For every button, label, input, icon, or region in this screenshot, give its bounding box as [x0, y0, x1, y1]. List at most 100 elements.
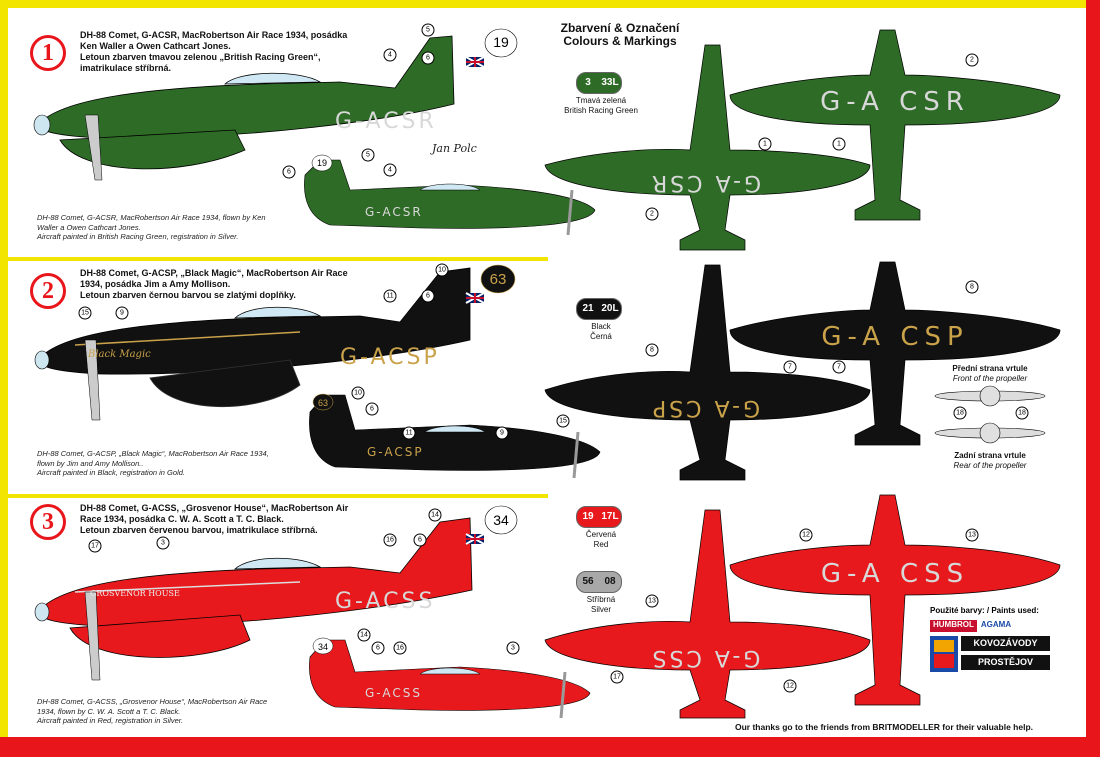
- svg-text:16: 16: [396, 645, 404, 652]
- agama-code: 17L: [601, 511, 619, 522]
- race-number-text: 34: [493, 512, 509, 528]
- underside-view-3: G-A CSS: [544, 509, 871, 719]
- registration-text: G-ACSR: [365, 205, 423, 219]
- colours-markings-title: Zbarvení & Označení Colours & Markings: [560, 22, 680, 48]
- svg-text:17: 17: [91, 543, 99, 550]
- side-view-large-1: G-ACSR Jan Polc 19: [33, 28, 518, 181]
- paints-used-label: Použité barvy: / Paints used:: [930, 606, 1039, 615]
- header-line: Letoun zbarven tmavou zelenou „British R…: [80, 52, 321, 62]
- paint-name-en: Red: [593, 539, 609, 549]
- humbrol-code: 19: [582, 511, 594, 522]
- svg-text:16: 16: [386, 537, 394, 544]
- humbrol-logo: HUMBROL: [930, 620, 977, 632]
- header-line: 1934, posádka Jim a Amy Mollison.: [80, 279, 231, 289]
- paints-used-block: Použité barvy: / Paints used: HUMBROL AG…: [930, 606, 1050, 672]
- header-line: Letoun zbarven červenou barvou, imatriku…: [80, 525, 318, 535]
- registration-text: G-ACSS: [335, 589, 435, 614]
- caption-line: flown by Jim and Amy Mollison..: [37, 458, 144, 468]
- humbrol-code: 21: [582, 303, 594, 314]
- svg-text:11: 11: [386, 293, 393, 300]
- svg-text:6: 6: [376, 645, 380, 652]
- aircraft-name-text: Black Magic: [87, 349, 151, 360]
- propeller-rear-en: Rear of the propeller: [953, 460, 1027, 470]
- paint-name-cz: Červená: [585, 530, 617, 539]
- svg-text:8: 8: [970, 284, 974, 291]
- caption-line: 1934, flown by C. W. A. Scott a T. C. Bl…: [37, 706, 181, 716]
- agama-code: 20L: [601, 303, 619, 314]
- humbrol-code: 3: [585, 77, 591, 88]
- registration-text: G-A CSP: [650, 395, 760, 420]
- race-number-text: 34: [318, 642, 328, 652]
- scheme-number-1: 1: [30, 35, 66, 71]
- callout-markers: 5 6 4 5 6 4 1 2 2 1 10 6 11 15 9 10 6 11…: [78, 23, 1029, 693]
- svg-text:6: 6: [370, 406, 374, 413]
- paint-name-cz: Black: [591, 322, 611, 331]
- scheme-number-2: 2: [30, 273, 66, 309]
- race-number-text: 19: [493, 34, 509, 50]
- scheme-3-caption: DH-88 Comet, G-ACSS, „Grosvenor House“, …: [37, 697, 267, 726]
- topside-view-2: G-A CSP: [729, 261, 1061, 446]
- svg-text:13: 13: [968, 532, 976, 539]
- svg-text:14: 14: [431, 512, 439, 519]
- scheme-2-caption: DH-88 Comet, G-ACSP, „Black Magic“, MacR…: [37, 449, 269, 478]
- thanks-note: Our thanks go to the friends from BRITMO…: [735, 722, 1033, 732]
- svg-text:6: 6: [426, 55, 430, 62]
- header-line: imatrikulace stříbrná.: [80, 63, 172, 73]
- prostejov-text: PROSTĚJOV: [961, 655, 1050, 670]
- svg-text:3: 3: [161, 540, 165, 547]
- registration-text: G-ACSR: [335, 109, 437, 134]
- race-number-text: 19: [317, 158, 327, 168]
- agama-code: 33L: [601, 77, 619, 88]
- svg-text:17: 17: [613, 674, 621, 681]
- propeller-rear: [934, 422, 1046, 444]
- side-view-large-2: G-ACSP Black Magic 63: [34, 264, 516, 421]
- registration-text: G-A CSS: [650, 645, 761, 670]
- brand-row: HUMBROL AGAMA: [930, 620, 1050, 632]
- svg-text:2: 2: [650, 211, 654, 218]
- kovozavody-emblem: [930, 636, 958, 672]
- svg-text:18: 18: [956, 410, 964, 417]
- topside-view-1: G-A CSR: [729, 29, 1061, 221]
- kovozavody-text: KOVOZÁVODY: [961, 636, 1050, 651]
- propeller-front: [934, 385, 1046, 407]
- title-en: Colours & Markings: [563, 34, 677, 48]
- side-view-small-3: G-ACSS 34: [309, 637, 591, 719]
- scheme-divider: [8, 494, 548, 498]
- left-border: [0, 0, 8, 757]
- svg-text:3: 3: [511, 645, 515, 652]
- paint-name-cz: Stříbrná: [586, 595, 616, 604]
- propeller-front-en: Front of the propeller: [952, 373, 1028, 383]
- svg-text:1: 1: [763, 141, 767, 148]
- registration-text: G-A CSS: [821, 559, 969, 589]
- side-view-small-2: G-ACSP 63: [309, 393, 601, 479]
- scheme-1-header: DH-88 Comet, G-ACSR, MacRobertson Air Ra…: [80, 30, 347, 74]
- caption-line: Aircraft painted in Red, registration in…: [37, 716, 184, 725]
- propeller-rear-cz: Zadní strana vrtule: [954, 451, 1026, 460]
- svg-text:6: 6: [418, 537, 422, 544]
- svg-text:14: 14: [360, 632, 368, 639]
- svg-text:6: 6: [287, 169, 291, 176]
- top-border: [0, 0, 1100, 8]
- svg-text:5: 5: [366, 152, 370, 159]
- svg-text:7: 7: [837, 364, 841, 371]
- svg-text:11: 11: [405, 430, 412, 437]
- caption-line: DH-88 Comet, G-ACSS, „Grosvenor House“, …: [37, 697, 268, 706]
- caption-line: Aircraft painted in Black, registration …: [37, 468, 185, 477]
- registration-text: G-ACSP: [367, 445, 424, 459]
- paint-name-en: Černá: [590, 331, 612, 341]
- svg-text:2: 2: [970, 57, 974, 64]
- registration-text: G-ACSS: [365, 686, 422, 700]
- svg-text:12: 12: [786, 683, 794, 690]
- agama-logo: AGAMA: [980, 620, 1012, 629]
- registration-text: G-A CSP: [821, 322, 968, 352]
- caption-line: DH-88 Comet, G-ACSP, „Black Magic“, MacR…: [37, 449, 269, 458]
- svg-text:7: 7: [788, 364, 792, 371]
